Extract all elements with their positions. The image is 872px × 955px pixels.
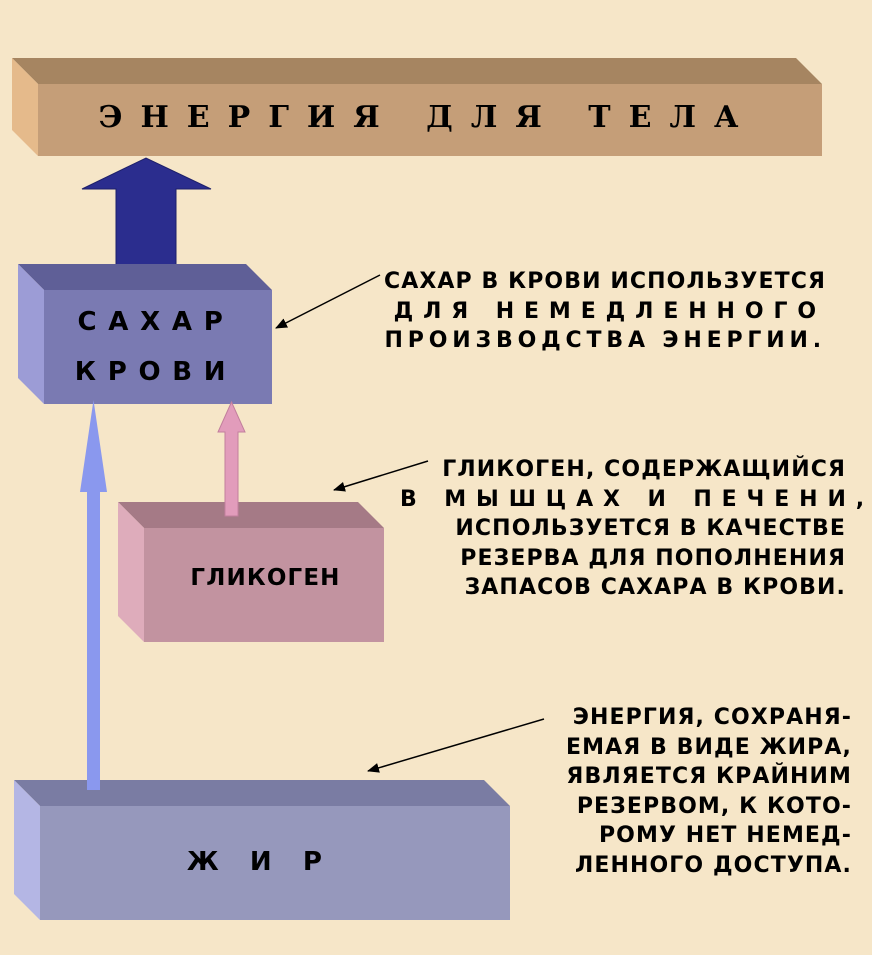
note-line: ИСПОЛЬЗУЕТСЯ В КАЧЕСТВЕ (455, 516, 846, 541)
glycogen-label: ГЛИКОГЕН (190, 565, 341, 591)
pointer-glycogen (333, 460, 429, 492)
note-line: ЗАПАСОВ САХАРА В КРОВИ. (464, 575, 846, 600)
note-line: РЕЗЕРВА ДЛЯ ПОПОЛНЕНИЯ (460, 545, 846, 571)
up-arrow-large (81, 157, 212, 273)
up-arrow-pink (217, 400, 246, 517)
energy-bar-title: ЭНЕРГИЯ ДЛЯ ТЕЛА (98, 100, 757, 135)
up-arrow-blue (80, 400, 107, 790)
fat-label: ЖИР (186, 847, 354, 877)
note-line: ПРОИЗВОДСТВА ЭНЕРГИИ. (384, 328, 826, 353)
pointer-blood-sugar (275, 274, 381, 329)
note-line: РЕЗЕРВОМ, К КОТО- (576, 793, 852, 819)
note-line: ЛЕННОГО ДОСТУПА. (574, 852, 852, 878)
note-blood-sugar: САХАР В КРОВИ ИСПОЛЬЗУЕТСЯ ДЛЯ НЕМЕДЛЕНН… (360, 267, 826, 356)
blood-sugar-label-line2: КРОВИ (74, 357, 238, 387)
note-line: ЯВЛЯЕТСЯ КРАЙНИМ (566, 764, 852, 789)
fat-box (14, 780, 510, 920)
pointer-fat (367, 718, 545, 773)
note-line: ДЛЯ НЕМЕДЛЕННОГО (393, 298, 826, 324)
glycogen-box (118, 502, 384, 642)
energy-bar (12, 58, 822, 156)
note-line: ГЛИКОГЕН, СОДЕРЖАЩИЙСЯ (442, 457, 846, 482)
note-line: ЭНЕРГИЯ, СОХРАНЯ- (572, 705, 852, 730)
note-glycogen: ГЛИКОГЕН, СОДЕРЖАЩИЙСЯ В МЫШЦАХ И ПЕЧЕНИ… (400, 455, 872, 603)
blood-sugar-label-line1: САХАР (77, 307, 235, 337)
note-line: В МЫШЦАХ И ПЕЧЕНИ, (400, 486, 872, 512)
note-line: ЕМАЯ В ВИДЕ ЖИРА, (566, 734, 852, 760)
note-fat: ЭНЕРГИЯ, СОХРАНЯ- ЕМАЯ В ВИДЕ ЖИРА, ЯВЛЯ… (520, 703, 852, 880)
note-line: САХАР В КРОВИ ИСПОЛЬЗУЕТСЯ (383, 269, 826, 294)
note-line: РОМУ НЕТ НЕМЕД- (598, 823, 852, 848)
blood-sugar-box (18, 264, 272, 404)
